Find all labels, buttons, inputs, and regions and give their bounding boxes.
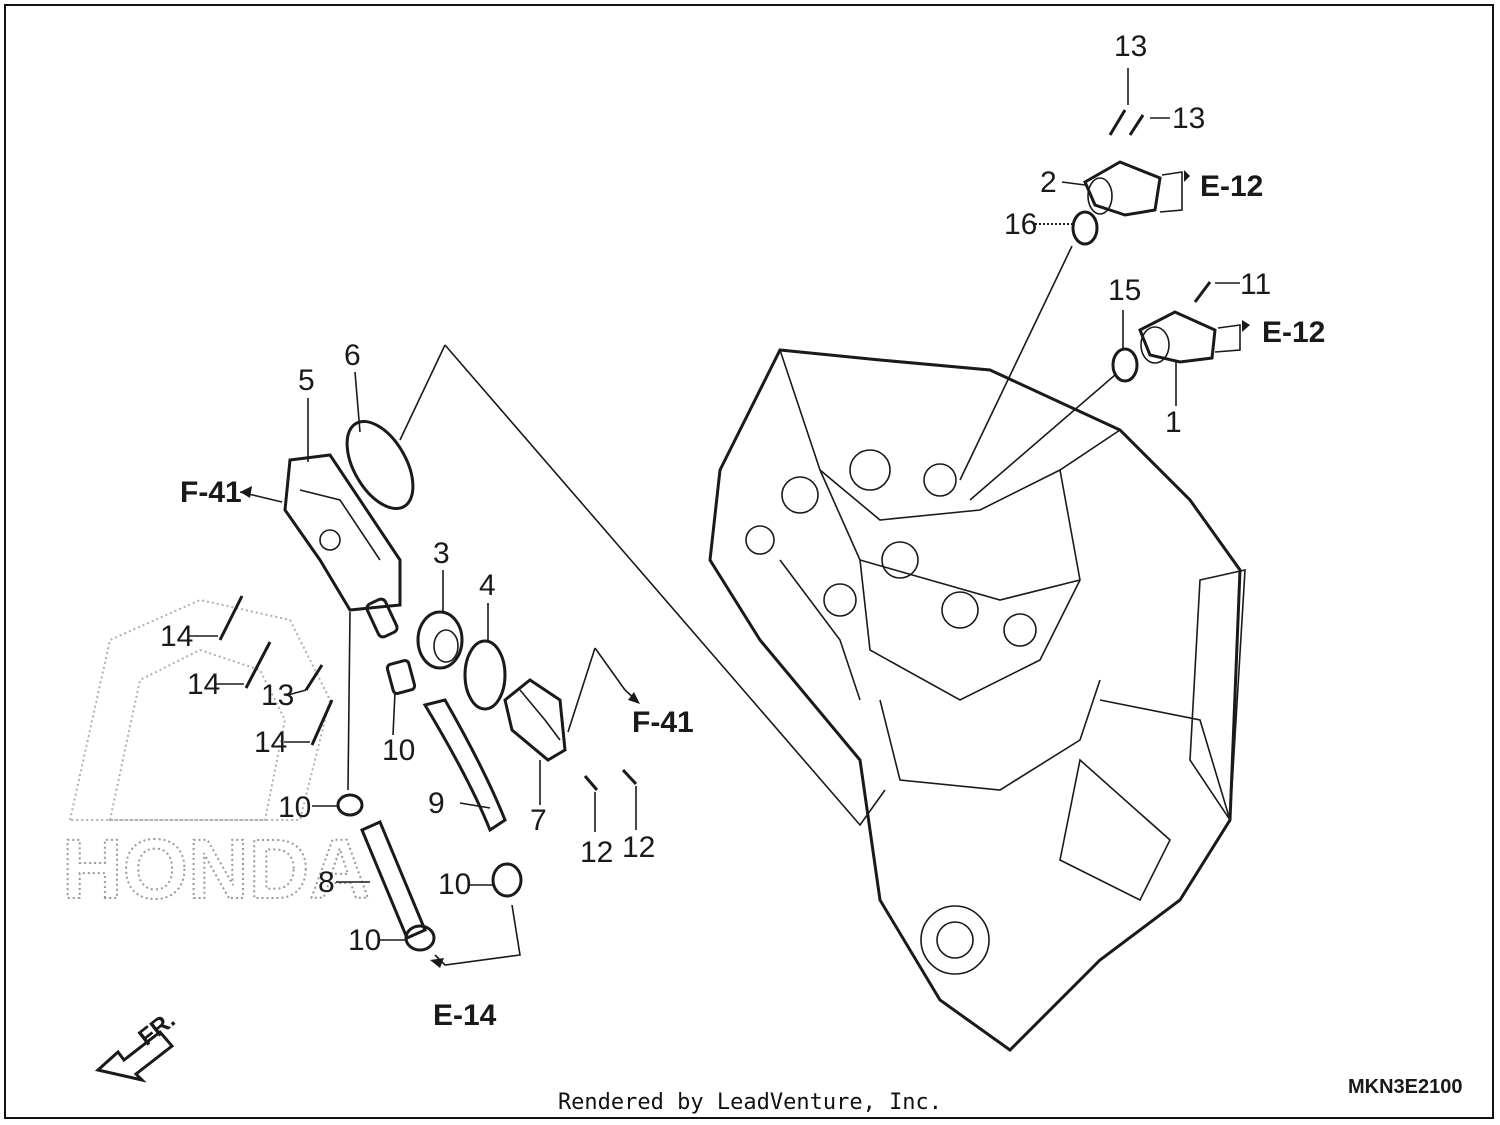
ref-f41-right: F-41	[632, 706, 694, 739]
part-13-bolt-left	[304, 664, 324, 691]
part-14-bolt-c	[310, 699, 334, 746]
callout-13-top: 13	[1114, 30, 1147, 63]
callout-10-left: 10	[278, 791, 311, 824]
part-14-bolt-b	[244, 641, 272, 689]
engine-assembly	[708, 348, 1246, 1052]
part-10-clamp-left	[336, 793, 364, 817]
callout-7: 7	[530, 804, 547, 837]
part-6-gasket	[345, 419, 415, 511]
part-11-bolt	[1193, 281, 1212, 303]
callout-10-upper: 10	[382, 734, 415, 767]
part-15-seal	[1111, 347, 1139, 383]
leader-lines	[188, 68, 1241, 966]
part-13-bolt-a	[1108, 109, 1127, 136]
callout-10-right: 10	[438, 868, 471, 901]
reference-arrows	[239, 170, 1250, 968]
callout-numbers: 1 2 3 4 5 6 7 8 9 10 10 10 10 11 12 12 1…	[160, 30, 1271, 957]
callout-11: 11	[1240, 268, 1271, 301]
callout-3: 3	[433, 537, 450, 570]
callout-8: 8	[318, 866, 335, 899]
part-16-o-ring	[1071, 210, 1099, 246]
watermark-text: HONDA	[62, 822, 370, 916]
part-5-thermostat-housing	[283, 453, 402, 639]
part-10-clamp-right	[491, 862, 523, 898]
diagram-frame	[4, 4, 1494, 1119]
direction-label: FR.	[134, 1006, 181, 1051]
callout-16: 16	[1004, 208, 1037, 241]
ref-f41-left: F-41	[180, 476, 242, 509]
ref-e14: E-14	[433, 999, 497, 1032]
part-1-water-joint	[1138, 310, 1217, 364]
callout-4: 4	[479, 569, 496, 602]
callout-6: 6	[344, 339, 361, 372]
part-12-bolt-a	[583, 775, 599, 791]
callout-10-lower: 10	[348, 924, 381, 957]
callout-1: 1	[1165, 406, 1182, 439]
callout-5: 5	[298, 364, 315, 397]
part-13-bolt-b	[1128, 114, 1145, 136]
part-12-bolt-b	[621, 768, 638, 786]
part-3-thermostat	[416, 610, 464, 670]
callout-13-left: 13	[261, 679, 294, 712]
part-10-clamp-lower	[404, 924, 436, 952]
callout-14-c: 14	[254, 726, 287, 759]
callout-14-a: 14	[160, 620, 193, 653]
part-9-hose	[422, 698, 507, 833]
ref-e12-mid: E-12	[1262, 316, 1325, 349]
callout-2: 2	[1040, 166, 1057, 199]
part-14-bolt-a	[218, 595, 244, 641]
callout-9: 9	[428, 787, 445, 820]
diagram-code: MKN3E2100	[1348, 1076, 1463, 1098]
part-4-o-ring	[463, 639, 507, 711]
callout-14-b: 14	[187, 668, 220, 701]
callout-12-b: 12	[622, 831, 655, 864]
callout-15: 15	[1108, 274, 1141, 307]
callout-13-right: 13	[1172, 102, 1205, 135]
credit-text: Rendered by LeadVenture, Inc.	[557, 1090, 943, 1115]
section-references: F-41 F-41 E-12 E-12 E-14	[180, 170, 1325, 1032]
callout-12-a: 12	[580, 836, 613, 869]
part-2-water-outlet	[1083, 160, 1162, 217]
ref-e12-top: E-12	[1200, 170, 1263, 203]
honda-watermark: HONDA	[61, 598, 371, 917]
part-7-water-pipe	[503, 678, 567, 762]
part-8-hose	[360, 820, 427, 940]
part-10-clamp-upper	[385, 659, 417, 695]
front-direction-arrow: FR.	[94, 1006, 181, 1083]
